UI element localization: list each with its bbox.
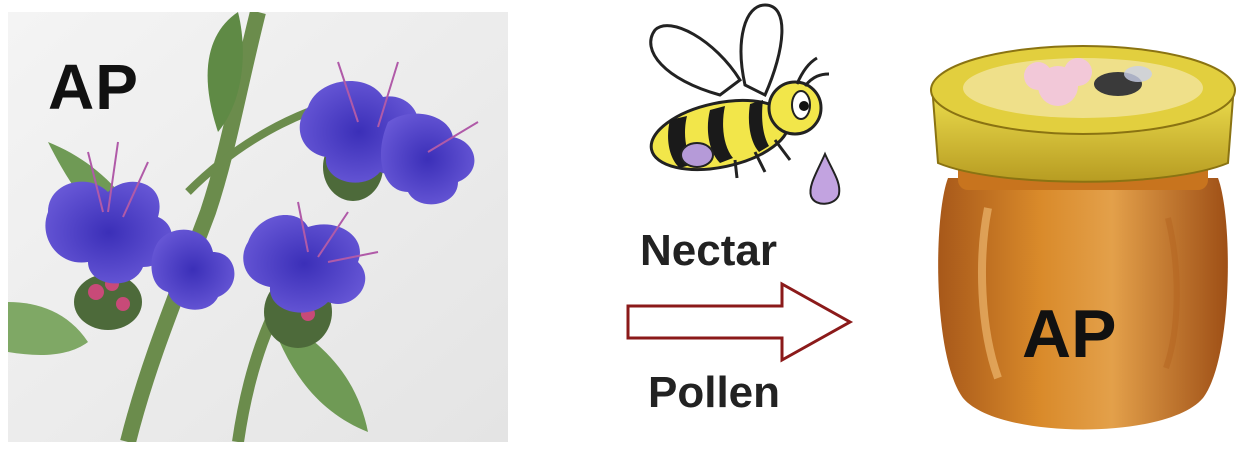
flower-photo: AP (8, 12, 508, 442)
arrow-right-icon (622, 276, 858, 368)
jar-label: AP (1022, 295, 1116, 373)
nectar-label: Nectar (640, 226, 777, 276)
arrow-graphic (622, 276, 858, 368)
honey-jar-illustration (918, 28, 1248, 448)
honey-jar-photo (918, 28, 1248, 448)
bee-icon (625, 0, 855, 215)
nectar-drop-icon (805, 150, 845, 210)
flower-label: AP (48, 50, 139, 124)
pollen-label: Pollen (648, 368, 780, 418)
